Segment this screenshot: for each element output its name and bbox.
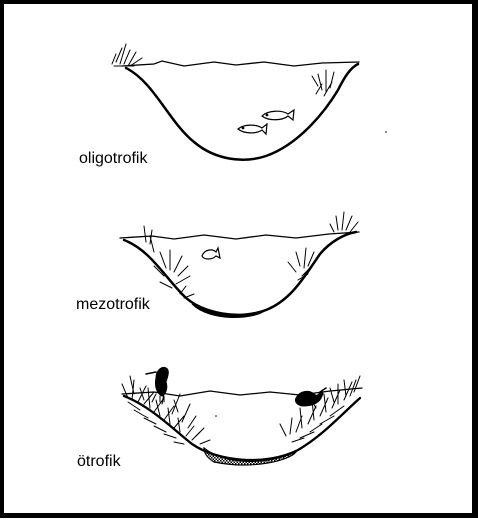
- lake-trophic-diagram: [4, 4, 478, 522]
- fish-1: [262, 110, 294, 120]
- reeds-left: [112, 44, 142, 66]
- mesotrophic-lake: [120, 212, 359, 318]
- lake-basin: [126, 64, 358, 160]
- label-eutrophic: ötrofik: [77, 453, 121, 471]
- label-oligotrophic: oligotrofik: [79, 150, 147, 168]
- eutrophic-lake: [122, 367, 362, 464]
- oligotrophic-lake: [112, 44, 387, 160]
- reeds-right: [288, 212, 358, 280]
- label-mesotrophic: mezotrofik: [76, 296, 150, 314]
- water-surface: [122, 61, 359, 66]
- lake-basin: [124, 232, 356, 315]
- fish: [202, 248, 220, 259]
- reeds-right: [312, 70, 334, 96]
- fish-2: [238, 124, 267, 134]
- water-surface: [120, 232, 359, 239]
- bird-right: [295, 388, 326, 406]
